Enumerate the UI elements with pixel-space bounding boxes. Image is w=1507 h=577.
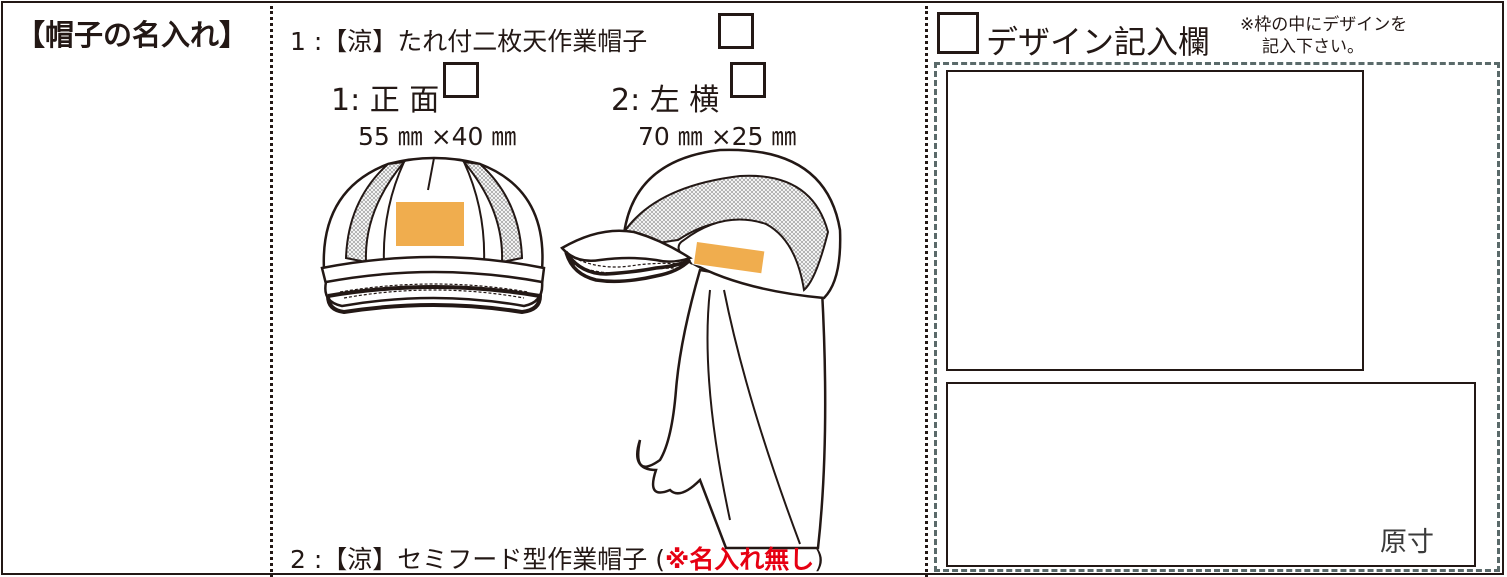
item2-note: ※名入れ無し xyxy=(664,545,815,574)
side-size: 70 ㎜ ×25 ㎜ xyxy=(638,122,797,151)
design-checkbox[interactable] xyxy=(937,12,979,54)
section-label: 【帽子の名入れ】 xyxy=(16,18,249,52)
cap-front-illustration xyxy=(320,156,546,315)
front-label: 1: 正 面 xyxy=(331,83,440,118)
dotted-separator xyxy=(270,6,273,577)
design-area-upper[interactable] xyxy=(946,70,1364,371)
front-checkbox[interactable] xyxy=(443,62,479,98)
item2-close: ) xyxy=(814,545,825,574)
front-print-area xyxy=(396,202,464,246)
side-checkbox[interactable] xyxy=(730,62,766,98)
design-note-line2: 記入下さい。 xyxy=(1262,37,1364,57)
side-print-area xyxy=(693,242,765,274)
item1-title: 1 :【涼】たれ付二枚天作業帽子 xyxy=(290,27,648,56)
item1-checkbox[interactable] xyxy=(718,13,754,49)
item2-line: 2 :【涼】セミフード型作業帽子 (※名入れ無し) xyxy=(290,540,824,576)
design-area-lower[interactable] xyxy=(946,382,1476,567)
front-size: 55 ㎜ ×40 ㎜ xyxy=(358,122,517,151)
design-dashed-frame xyxy=(934,62,1500,572)
design-label: デザイン記入欄 xyxy=(986,23,1211,61)
item2-title: 2 :【涼】セミフード型作業帽子 ( xyxy=(290,545,665,574)
side-label: 2: 左 横 xyxy=(611,83,720,118)
design-note-line1: ※枠の中にデザインを xyxy=(1240,15,1408,35)
dotted-separator-2 xyxy=(925,6,928,577)
actual-size-label: 原寸 xyxy=(1380,527,1434,558)
cap-side-illustration xyxy=(560,148,842,550)
